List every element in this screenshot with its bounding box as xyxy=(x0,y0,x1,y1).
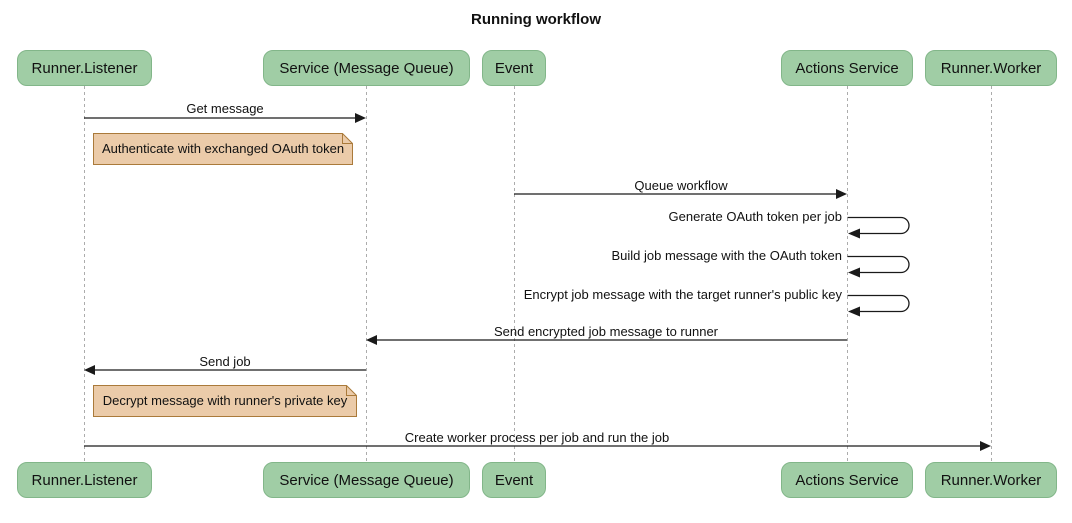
arrow-get-message xyxy=(84,113,366,123)
arrow-self-encrypt-job-message xyxy=(847,294,910,317)
participant-label: Event xyxy=(494,59,534,77)
lifelines xyxy=(84,86,992,462)
participant-label: Event xyxy=(494,471,534,489)
participant-label: Runner.Listener xyxy=(31,471,138,489)
arrow-create-worker-process xyxy=(84,441,991,451)
message-arrows xyxy=(84,113,991,451)
arrow-self-generate-oauth xyxy=(847,216,910,239)
participant-runner-worker-top: Runner.Worker xyxy=(925,50,1057,86)
participant-actions-service-top: Actions Service xyxy=(781,50,913,86)
participant-label: Runner.Worker xyxy=(940,471,1042,489)
message-label-create-worker-process: Create worker process per job and run th… xyxy=(404,430,670,445)
participant-label: Actions Service xyxy=(795,59,899,77)
message-label-send-job: Send job xyxy=(199,354,251,369)
message-label-encrypt-job-message: Encrypt job message with the target runn… xyxy=(523,287,842,302)
arrow-send-job xyxy=(84,365,366,375)
note-shapes xyxy=(93,133,357,417)
message-label-get-message: Get message xyxy=(186,101,264,116)
note-decrypt: Decrypt message with runner's private ke… xyxy=(102,393,348,408)
participant-runner-listener-bottom: Runner.Listener xyxy=(17,462,152,498)
message-label-queue-workflow: Queue workflow xyxy=(634,178,728,193)
participant-service-queue-top: Service (Message Queue) xyxy=(263,50,470,86)
message-label-build-job-message: Build job message with the OAuth token xyxy=(611,248,842,263)
diagram-title: Running workflow xyxy=(471,11,601,28)
arrow-send-encrypted-job xyxy=(366,335,847,345)
participant-event-top: Event xyxy=(482,50,546,86)
participant-runner-worker-bottom: Runner.Worker xyxy=(925,462,1057,498)
participant-event-bottom: Event xyxy=(482,462,546,498)
participant-label: Runner.Worker xyxy=(940,59,1042,77)
participant-label: Runner.Listener xyxy=(31,59,138,77)
note-authenticate: Authenticate with exchanged OAuth token xyxy=(101,141,345,156)
participant-service-queue-bottom: Service (Message Queue) xyxy=(263,462,470,498)
note-authenticate-shape xyxy=(93,133,353,165)
participant-label: Actions Service xyxy=(795,471,899,489)
message-label-send-encrypted-job: Send encrypted job message to runner xyxy=(493,324,719,339)
note-decrypt-shape xyxy=(93,385,357,417)
participant-runner-listener-top: Runner.Listener xyxy=(17,50,152,86)
participant-label: Service (Message Queue) xyxy=(279,471,454,489)
arrow-self-build-job-message xyxy=(847,255,910,278)
participant-actions-service-bottom: Actions Service xyxy=(781,462,913,498)
arrow-queue-workflow xyxy=(514,189,847,199)
message-label-generate-oauth: Generate OAuth token per job xyxy=(668,209,842,224)
participant-label: Service (Message Queue) xyxy=(279,59,454,77)
